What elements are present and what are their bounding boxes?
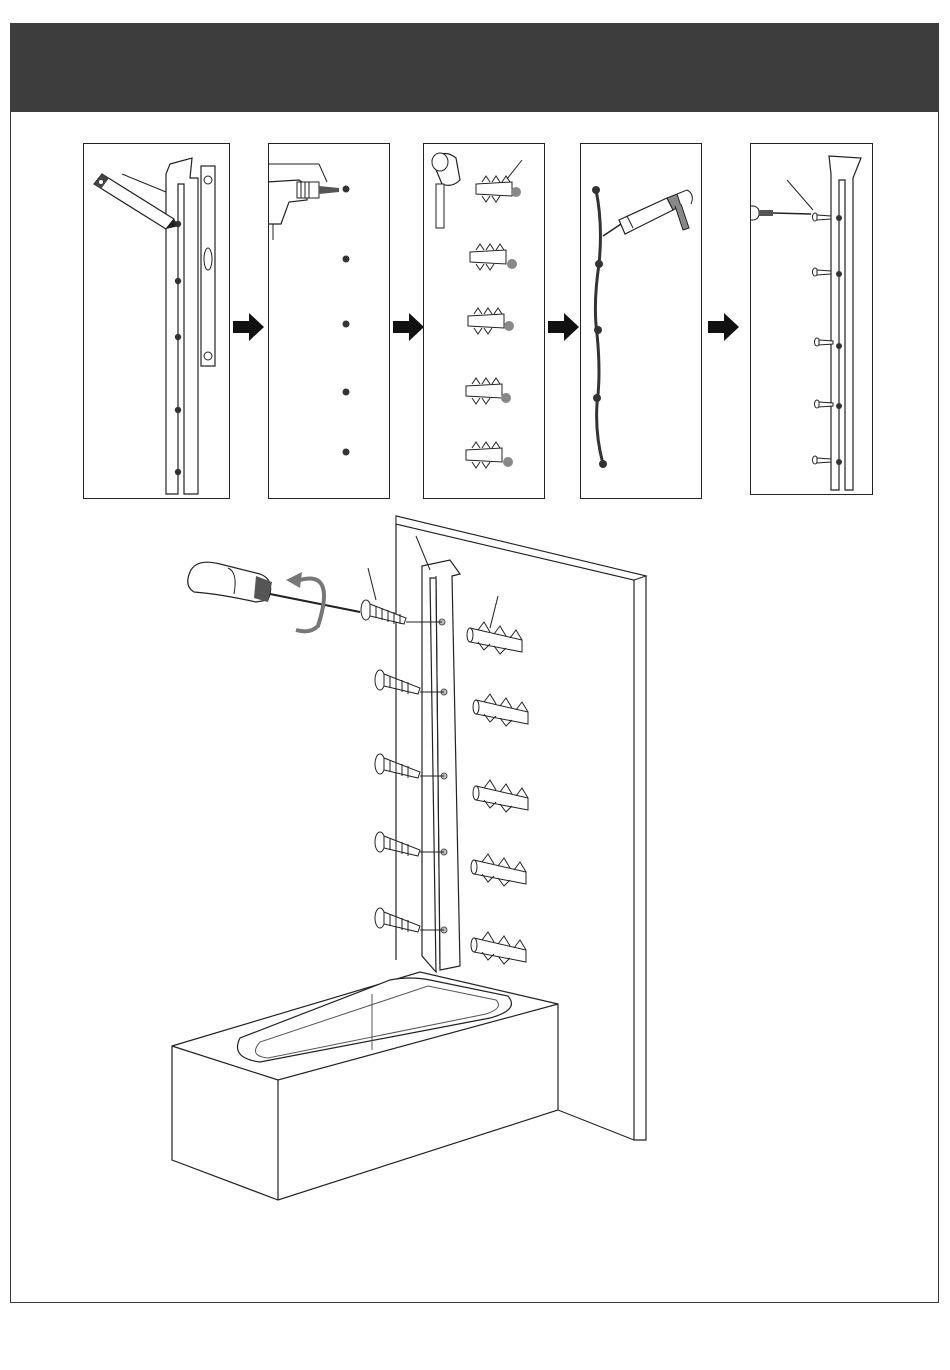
step-3-drawing [424,144,546,500]
next-step-arrow-icon [548,313,580,341]
next-step-arrow-icon [393,313,425,341]
step-1-drawing [84,144,231,500]
hammer-icon [432,153,460,228]
next-step-arrow-icon [233,313,265,341]
wall-plug-icon [467,596,522,654]
step-4-panel [580,143,702,499]
drill-icon [269,180,339,246]
step-4-drawing [581,144,703,500]
main-illustration [160,510,660,1210]
step-5-panel [750,143,873,495]
bathtub-icon [172,972,558,1200]
step-2-panel [268,143,390,499]
wall-plug-icon [476,176,521,202]
screwdriver-icon [751,206,811,220]
next-step-arrow-icon [708,313,740,341]
step-1-panel [83,143,230,499]
spirit-level [201,166,215,366]
step-3-panel [423,143,545,499]
header-bar [10,23,939,112]
wall-profile-icon [416,536,460,972]
wall-profile [166,158,198,494]
step-5-drawing [751,144,874,496]
sealant-gun-icon [603,190,692,236]
screwdriver-icon [188,562,360,612]
step-2-drawing [269,144,391,500]
